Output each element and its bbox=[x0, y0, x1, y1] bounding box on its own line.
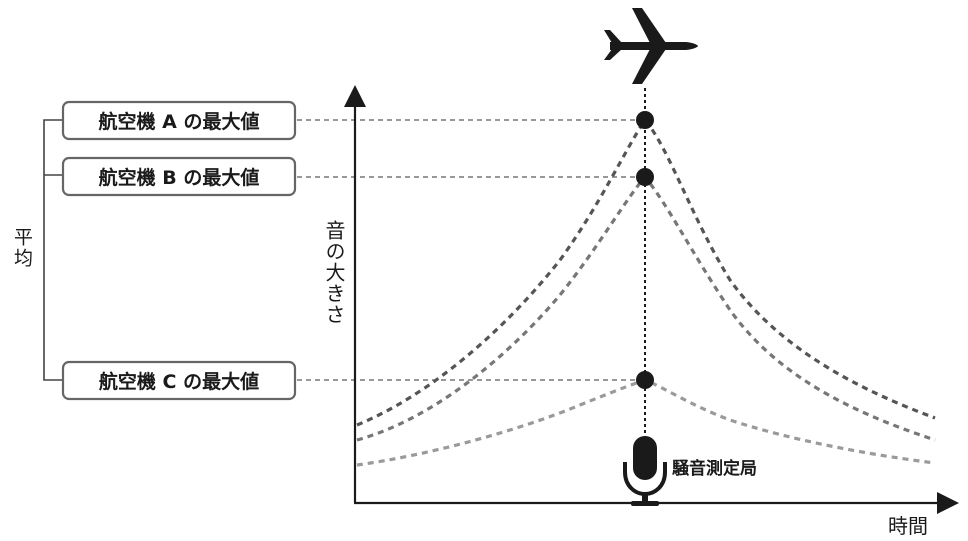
x-axis-label: 時間 bbox=[888, 514, 928, 538]
airplane-icon bbox=[604, 8, 698, 84]
max-c-label: 航空機 C の最大値 bbox=[99, 370, 259, 393]
max-c-box: 航空機 C の最大値 bbox=[61, 360, 297, 401]
station-label: 騒音測定局 bbox=[672, 458, 757, 479]
average-bracket bbox=[43, 119, 62, 381]
curve-aircraft-a bbox=[356, 117, 936, 427]
max-b-box: 航空機 B の最大値 bbox=[61, 156, 297, 197]
max-a-box: 航空機 A の最大値 bbox=[61, 100, 297, 141]
max-a-label: 航空機 A の最大値 bbox=[99, 110, 260, 133]
y-axis-label: 音の大きさ bbox=[322, 220, 346, 325]
microphone-icon bbox=[623, 436, 667, 506]
peak-marker-a bbox=[636, 111, 654, 129]
max-b-label: 航空機 B の最大値 bbox=[99, 166, 260, 189]
peak-marker-b bbox=[636, 168, 654, 186]
average-label: 平均 bbox=[11, 227, 33, 269]
peak-marker-c bbox=[636, 371, 654, 389]
